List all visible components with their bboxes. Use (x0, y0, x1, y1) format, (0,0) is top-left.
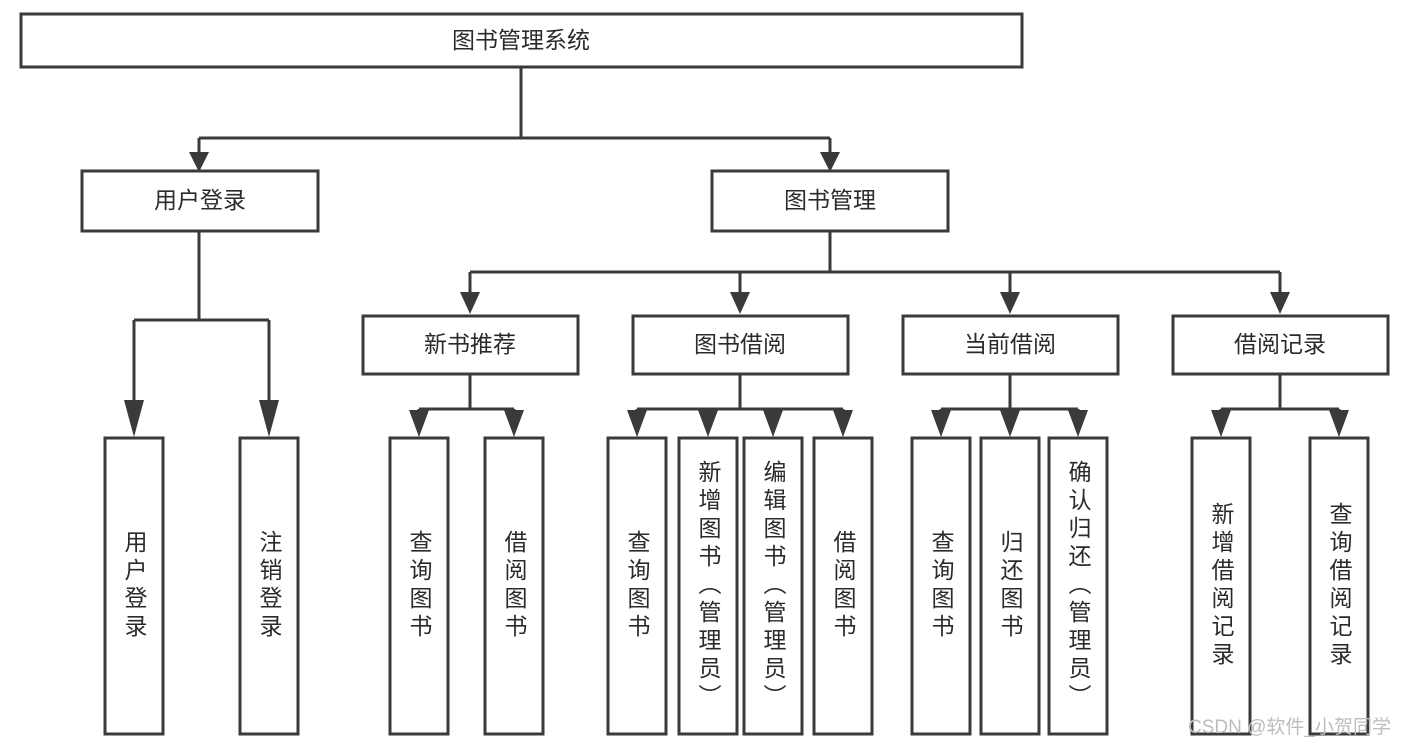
arrow-head-leaf-user-login (124, 400, 144, 437)
arrow-head-leaf-confirm-return (1068, 410, 1088, 437)
node-leaf-edit-book-label: 编辑图书（管理员） (760, 460, 787, 712)
node-leaf-add-book[interactable]: 新增图书（管理员） (677, 436, 739, 736)
node-leaf-add-record-label: 新增借阅记录 (1208, 502, 1235, 670)
node-leaf-borrow-book-2-label: 借阅图书 (830, 530, 857, 642)
node-leaf-borrow-book-2-box[interactable] (812, 436, 874, 736)
node-user-login-box[interactable] (80, 169, 320, 233)
arrow-head-leaf-query-book-3 (931, 410, 951, 437)
arrow-head-leaf-borrow-book-1 (504, 410, 524, 437)
node-leaf-query-book-2-label: 查询图书 (624, 530, 651, 642)
node-leaf-confirm-return-box[interactable] (1047, 436, 1109, 736)
node-current-borrow-label: 当前借阅 (964, 331, 1056, 357)
node-leaf-user-login[interactable]: 用户登录 (103, 436, 165, 736)
node-leaf-query-book-1-label: 查询图书 (406, 530, 433, 642)
node-leaf-logout-label: 注销登录 (256, 530, 283, 642)
arrow-head-leaf-add-book (698, 410, 718, 437)
arrow-head-leaf-logout (259, 400, 279, 437)
node-book-manage[interactable]: 图书管理 (710, 169, 950, 233)
arrow-head-leaf-edit-book (763, 410, 783, 437)
node-borrow-record-box[interactable] (1171, 314, 1390, 376)
node-leaf-add-record[interactable]: 新增借阅记录 (1190, 436, 1252, 736)
node-book-borrow-box[interactable] (631, 314, 850, 376)
node-root[interactable]: 图书管理系统 (19, 12, 1024, 69)
arrow-head-leaf-return-book (1000, 410, 1020, 437)
node-leaf-confirm-return-label: 确认归还（管理员） (1065, 460, 1092, 712)
node-current-borrow[interactable]: 当前借阅 (901, 314, 1120, 376)
node-leaf-query-book-3-box[interactable] (910, 436, 972, 736)
node-borrow-record[interactable]: 借阅记录 (1171, 314, 1390, 376)
node-leaf-query-book-1-box[interactable] (388, 436, 450, 736)
node-new-book-rec-label: 新书推荐 (424, 331, 516, 357)
node-leaf-query-book-3[interactable]: 查询图书 (910, 436, 972, 736)
node-leaf-add-book-label: 新增图书（管理员） (695, 460, 722, 712)
node-user-login[interactable]: 用户登录 (80, 169, 320, 233)
node-leaf-confirm-return[interactable]: 确认归还（管理员） (1047, 436, 1109, 736)
node-book-borrow[interactable]: 图书借阅 (631, 314, 850, 376)
node-leaf-return-book-label: 归还图书 (997, 530, 1024, 642)
node-leaf-query-book-1[interactable]: 查询图书 (388, 436, 450, 736)
arrow-head-leaf-query-book-1 (409, 410, 429, 437)
node-user-login-label: 用户登录 (154, 187, 246, 213)
node-borrow-record-label: 借阅记录 (1234, 331, 1326, 357)
node-book-manage-box[interactable] (710, 169, 950, 233)
arrow-head-leaf-borrow-book-2 (833, 410, 853, 437)
node-book-manage-label: 图书管理 (784, 187, 876, 213)
node-leaf-logout[interactable]: 注销登录 (238, 436, 300, 736)
connector-group (124, 68, 1349, 437)
arrow-head-leaf-add-record (1211, 410, 1231, 437)
node-leaf-query-book-3-label: 查询图书 (928, 530, 955, 642)
arrow-head-book-manage (820, 152, 840, 172)
node-new-book-rec-box[interactable] (361, 314, 580, 376)
node-leaf-query-record-label: 查询借阅记录 (1326, 502, 1353, 670)
node-new-book-rec[interactable]: 新书推荐 (361, 314, 580, 376)
node-leaf-user-login-label: 用户登录 (121, 530, 148, 642)
node-leaf-user-login-box[interactable] (103, 436, 165, 736)
node-leaf-return-book-box[interactable] (979, 436, 1041, 736)
node-leaf-query-record[interactable]: 查询借阅记录 (1308, 436, 1370, 736)
node-leaf-borrow-book-1-label: 借阅图书 (501, 530, 528, 642)
node-leaf-add-book-box[interactable] (677, 436, 739, 736)
arrow-head-leaf-query-record (1329, 410, 1349, 437)
node-leaf-add-record-box[interactable] (1190, 436, 1252, 736)
node-leaf-borrow-book-1[interactable]: 借阅图书 (483, 436, 545, 736)
node-current-borrow-box[interactable] (901, 314, 1120, 376)
node-leaf-borrow-book-2[interactable]: 借阅图书 (812, 436, 874, 736)
arrow-head-user-login (189, 152, 209, 172)
node-leaf-query-book-2[interactable]: 查询图书 (606, 436, 668, 736)
node-leaf-query-record-box[interactable] (1308, 436, 1370, 736)
node-root-box[interactable] (19, 12, 1024, 69)
node-root-label: 图书管理系统 (452, 27, 590, 53)
node-book-borrow-label: 图书借阅 (694, 331, 786, 357)
arrow-head-leaf-query-book-2 (627, 410, 647, 437)
arrow-head-current-borrow (1000, 292, 1020, 314)
arrow-head-new-book-rec (460, 292, 480, 314)
node-leaf-query-book-2-box[interactable] (606, 436, 668, 736)
node-leaf-edit-book-box[interactable] (742, 436, 804, 736)
node-leaf-return-book[interactable]: 归还图书 (979, 436, 1041, 736)
node-leaf-borrow-book-1-box[interactable] (483, 436, 545, 736)
arrow-head-book-borrow (730, 292, 750, 314)
arrow-head-borrow-record (1270, 292, 1290, 314)
node-leaf-edit-book[interactable]: 编辑图书（管理员） (742, 436, 804, 736)
node-leaf-logout-box[interactable] (238, 436, 300, 736)
